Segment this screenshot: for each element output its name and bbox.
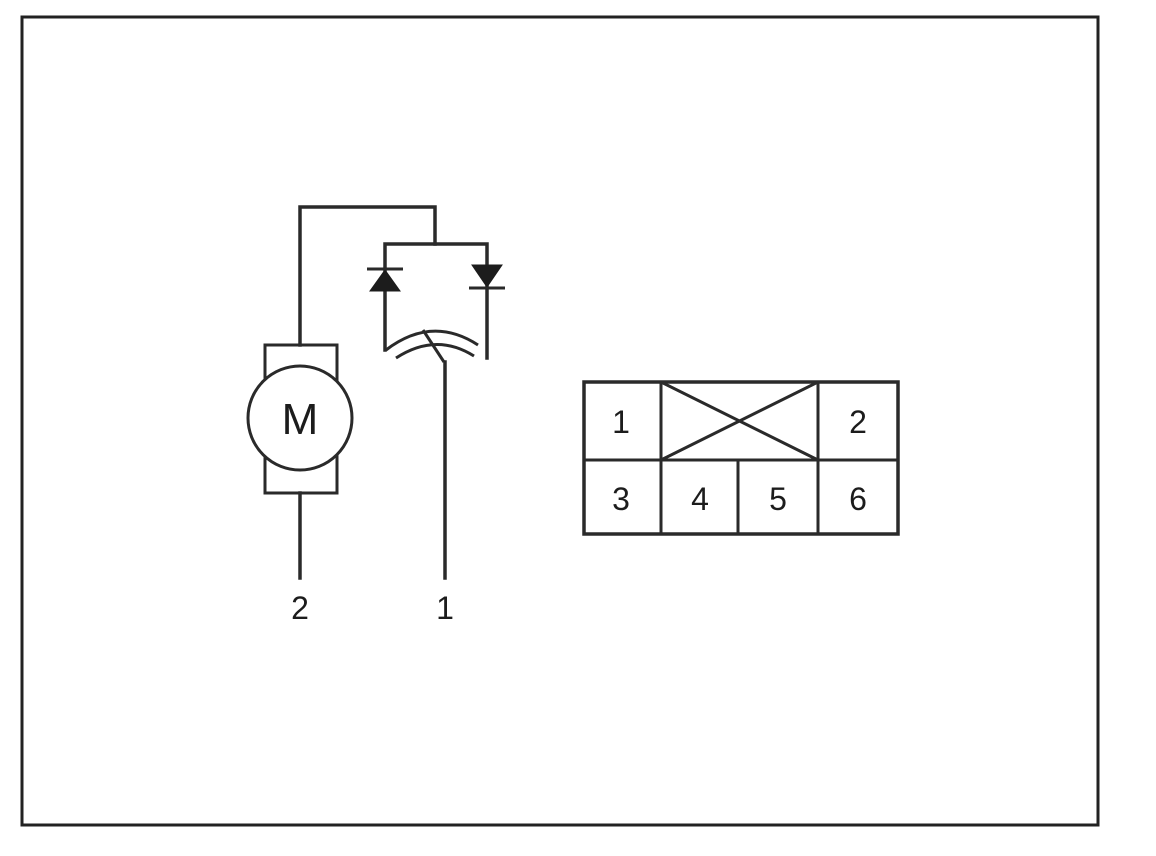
switch-contact-arc-inner — [395, 343, 475, 360]
diode-right-icon — [469, 264, 505, 290]
connector-outline — [582, 380, 900, 536]
motor-circle — [246, 364, 354, 472]
top-wire — [298, 205, 437, 347]
connector-pin-6: 6 — [849, 481, 867, 517]
terminal-label-1: 1 — [436, 590, 454, 626]
connector-pin-1: 1 — [612, 404, 630, 440]
connector-pin-3: 3 — [612, 481, 630, 517]
diagram-frame — [20, 15, 1100, 827]
switch-wiper — [421, 329, 446, 363]
motor-schematic: M 2 1 — [246, 205, 505, 626]
connector-pin-2: 2 — [849, 404, 867, 440]
terminal-label-2: 2 — [291, 590, 309, 626]
connector-pin-5: 5 — [769, 481, 787, 517]
connector-pin-4: 4 — [691, 481, 709, 517]
diode-bracket — [383, 242, 489, 360]
diode-left-icon — [367, 267, 403, 292]
switch-contact-arc-outer — [385, 329, 479, 352]
connector-face: 1 2 3 4 5 6 — [582, 380, 900, 536]
motor-symbol-label: M — [282, 395, 319, 444]
